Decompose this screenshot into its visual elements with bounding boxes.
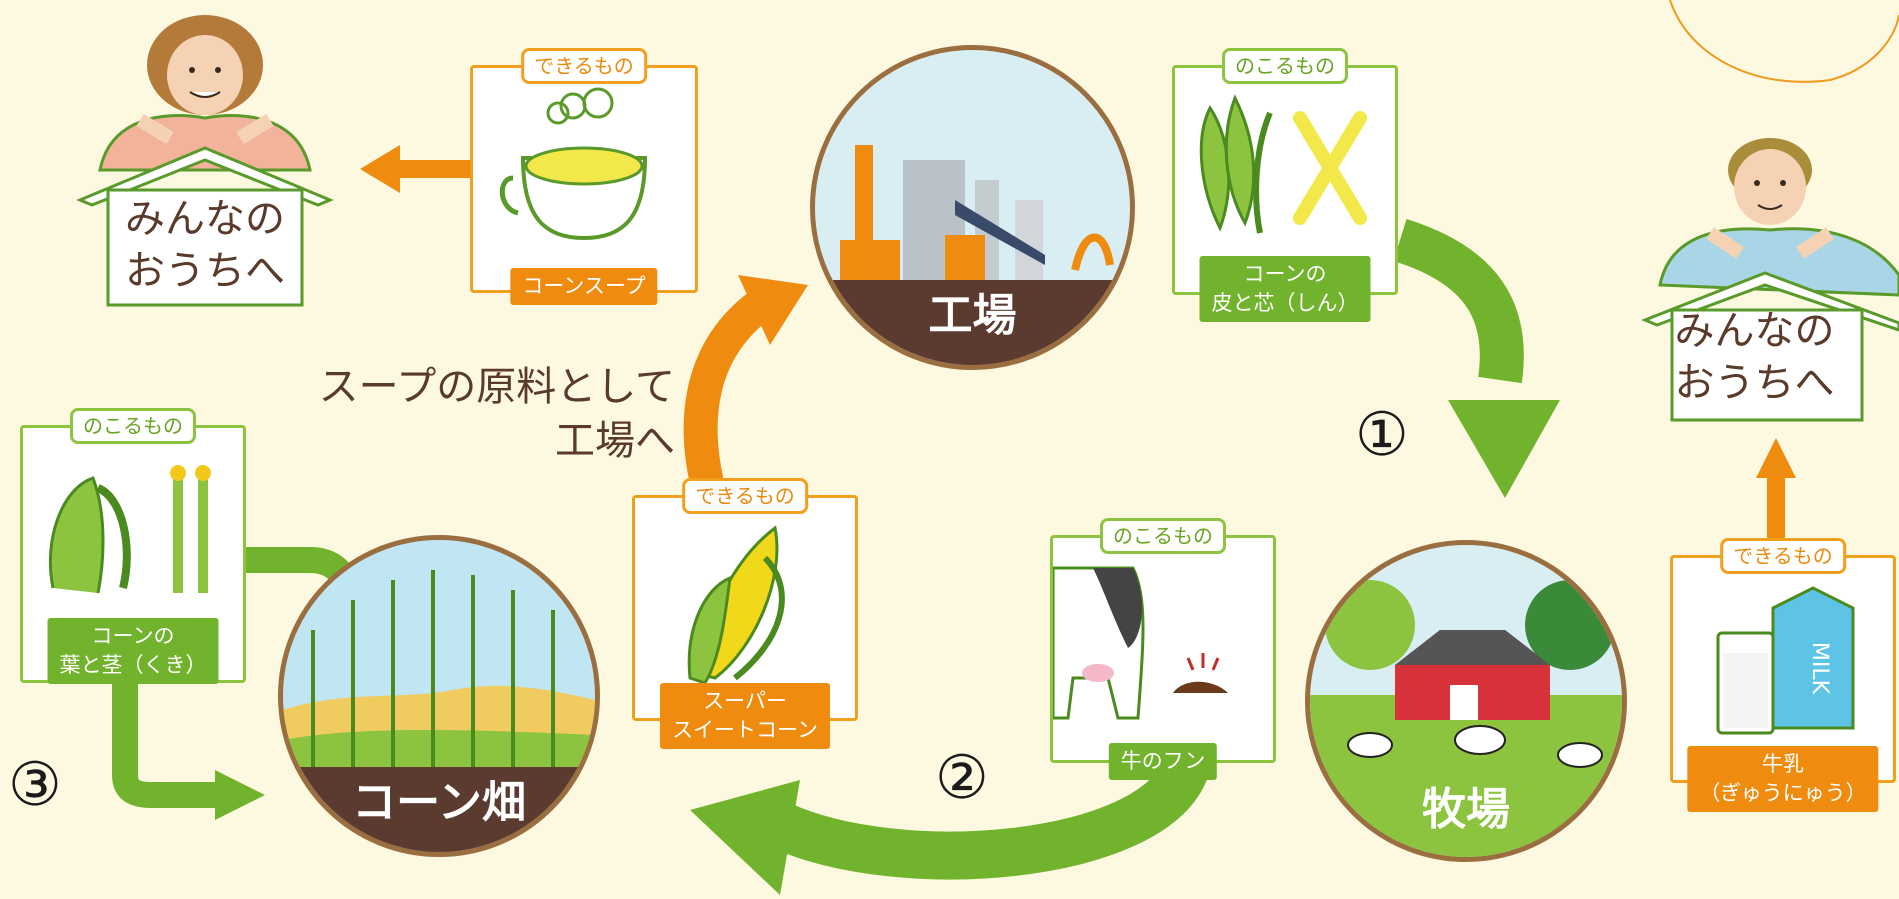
field-circle: コーン畑 [278, 535, 600, 857]
card-corn-soup: できるもの コーンスープ [470, 48, 698, 305]
milk-icon: MILK [1716, 586, 1855, 735]
route-text: スープの原料として 工場へ [300, 360, 675, 468]
card-husk-caption-line1: コーンの [1243, 262, 1327, 286]
soup-icon [499, 87, 648, 241]
card-stalk-tag: のこるもの [70, 408, 196, 444]
card-corn-tag: できるもの [682, 478, 808, 514]
arrow-manure-to-field [690, 759, 1208, 895]
card-soup-tag: できるもの [521, 48, 647, 84]
factory-circle: 工場 [810, 45, 1135, 370]
field-icon [283, 570, 595, 770]
card-milk: できるもの MILK 牛乳 （ぎゅうにゅう） [1670, 538, 1896, 812]
house-right-label: みんなの おうちへ [1610, 305, 1899, 409]
arrow-milk-to-house [1756, 438, 1796, 540]
farm-label: 牧場 [1422, 784, 1510, 835]
card-husk-tag: のこるもの [1222, 48, 1348, 84]
arrow-husk-to-farm [1393, 219, 1560, 498]
card-soup-caption: コーンスープ [510, 268, 658, 305]
card-stalk-caption: コーンの 葉と茎（くき） [47, 618, 219, 684]
cow-icon [1053, 566, 1228, 720]
decor-arc [1669, 0, 1899, 83]
house-left: みんなの おうちへ [70, 10, 340, 310]
house-right: みんなの おうちへ [1640, 125, 1899, 425]
husk-icon [1199, 94, 1367, 234]
step-one: ① [1355, 400, 1409, 470]
card-stalk-caption-line2: 葉と茎（くき） [59, 653, 207, 677]
card-stalk: のこるもの コーンの 葉と茎（くき） [20, 408, 246, 684]
woman-illustration [76, 15, 334, 307]
arrow-corn-to-factory [683, 275, 808, 500]
card-manure-caption: 牛のフン [1108, 743, 1218, 780]
farm-circle: 牧場 [1305, 540, 1627, 862]
milk-carton-text: MILK [1807, 642, 1832, 695]
house-right-text: みんなの おうちへ [1674, 308, 1835, 406]
card-corn-caption-line1: スーパー [703, 689, 787, 713]
card-corn-caption: スーパー スイートコーン [660, 683, 830, 749]
card-milk-caption: 牛乳 （ぎゅうにゅう） [1687, 746, 1879, 812]
card-husk-caption: コーンの 皮と芯（しん） [1199, 256, 1371, 322]
card-husk: のこるもの コーンの 皮と芯（しん） [1172, 48, 1398, 322]
card-husk-caption-line2: 皮と芯（しん） [1211, 291, 1359, 315]
card-manure-tag: のこるもの [1100, 518, 1226, 554]
card-milk-caption-line2: （ぎゅうにゅう） [1699, 781, 1867, 805]
corn-icon [687, 525, 785, 685]
stalk-icon [48, 465, 211, 594]
card-corn-caption-line2: スイートコーン [672, 718, 818, 742]
card-milk-tag: できるもの [1720, 538, 1846, 574]
card-sweet-corn: できるもの スーパー スイートコーン [632, 478, 858, 749]
step-three: ③ [8, 750, 62, 820]
card-stalk-caption-line1: コーンの [91, 624, 175, 648]
man-illustration [1640, 138, 1899, 422]
card-milk-caption-line1: 牛乳 [1762, 752, 1804, 776]
house-left-label: みんなの おうちへ [70, 193, 340, 297]
step-two: ② [935, 743, 989, 813]
route-text-line2: 工場へ [555, 418, 675, 464]
arrow-soup-to-house [360, 145, 470, 193]
farm-icon [1310, 580, 1622, 857]
route-text-line1: スープの原料として [318, 364, 675, 410]
house-left-text: みんなの おうちへ [125, 196, 285, 294]
card-manure: のこるもの 牛のフン [1050, 518, 1276, 780]
factory-label: 工場 [928, 290, 1017, 341]
field-label: コーン畑 [352, 777, 526, 828]
